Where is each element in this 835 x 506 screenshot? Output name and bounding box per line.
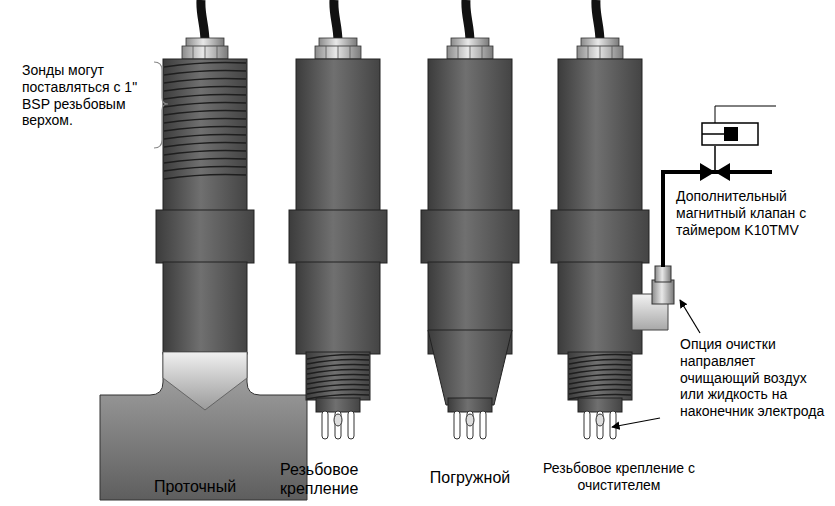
drawing-part [164, 127, 246, 132]
drawing-part [652, 280, 674, 304]
drawing-part [156, 0, 254, 354]
leader-line [612, 418, 660, 427]
drawing-part [164, 167, 246, 172]
drawing-part [655, 266, 671, 282]
drawing-part [569, 375, 631, 380]
drawing-part [164, 175, 246, 180]
drawing-part [289, 0, 387, 354]
drawing-part [569, 370, 631, 375]
drawing-part [164, 87, 246, 92]
drawing-part [164, 135, 246, 140]
drawing-part [307, 355, 369, 360]
drawing-part [569, 365, 631, 370]
drawing-part [306, 352, 370, 400]
drawing-part [164, 111, 246, 116]
drawing-part [163, 352, 247, 410]
drawing-part [714, 146, 716, 172]
probe-caption: Резьбовое крепление с очистителем [530, 460, 708, 494]
drawing-part [578, 398, 622, 439]
drawing-part [100, 352, 307, 500]
probe-caption: Резьбовое крепление [280, 460, 398, 498]
drawing-part [307, 365, 369, 370]
drawing-part [715, 106, 776, 123]
drawing-part [307, 375, 369, 380]
drawing-part [164, 79, 246, 84]
immersion-probe [421, 0, 519, 439]
drawing-part [164, 103, 246, 108]
drawing-part [421, 0, 519, 354]
drawing-part [307, 360, 369, 365]
drawing-part [307, 355, 369, 400]
drawing-part [568, 352, 632, 400]
drawing-part [164, 71, 246, 76]
drawing-part [724, 127, 738, 141]
bracket [154, 62, 168, 148]
drawing-part [164, 63, 246, 180]
probe-caption: Погружной [415, 468, 525, 487]
drawing-part [569, 355, 631, 400]
drawing-part [307, 370, 369, 375]
drawing-part [164, 151, 246, 156]
drawing-part [569, 360, 631, 365]
drawing-part [569, 390, 631, 395]
drawing-part [569, 355, 631, 360]
leader-line [680, 300, 700, 333]
drawing-part [164, 143, 246, 148]
drawing-part [307, 390, 369, 395]
drawing-part [164, 63, 246, 68]
drawing-part [702, 133, 724, 135]
drawing-part [569, 380, 631, 385]
drawing-part [164, 119, 246, 124]
drawing-part [164, 95, 246, 100]
probe-caption: Проточный [110, 477, 280, 496]
drawing-part [307, 380, 369, 385]
threaded-probe [289, 0, 387, 439]
drawing-part [316, 398, 360, 439]
drawing-part [569, 385, 631, 390]
drawing-part [448, 398, 492, 439]
note-text: Зонды могут поставляться с 1" BSP резьбо… [22, 62, 154, 129]
callout-text: Опция очистки направляет очищающий возду… [680, 336, 830, 420]
drawing-part [164, 159, 246, 164]
drawing-part [307, 385, 369, 390]
drawing-part [428, 330, 512, 405]
flow-probe [100, 0, 307, 500]
drawing-part [702, 123, 758, 145]
callout-text: Дополнительный магнитный клапан с таймер… [676, 188, 832, 238]
